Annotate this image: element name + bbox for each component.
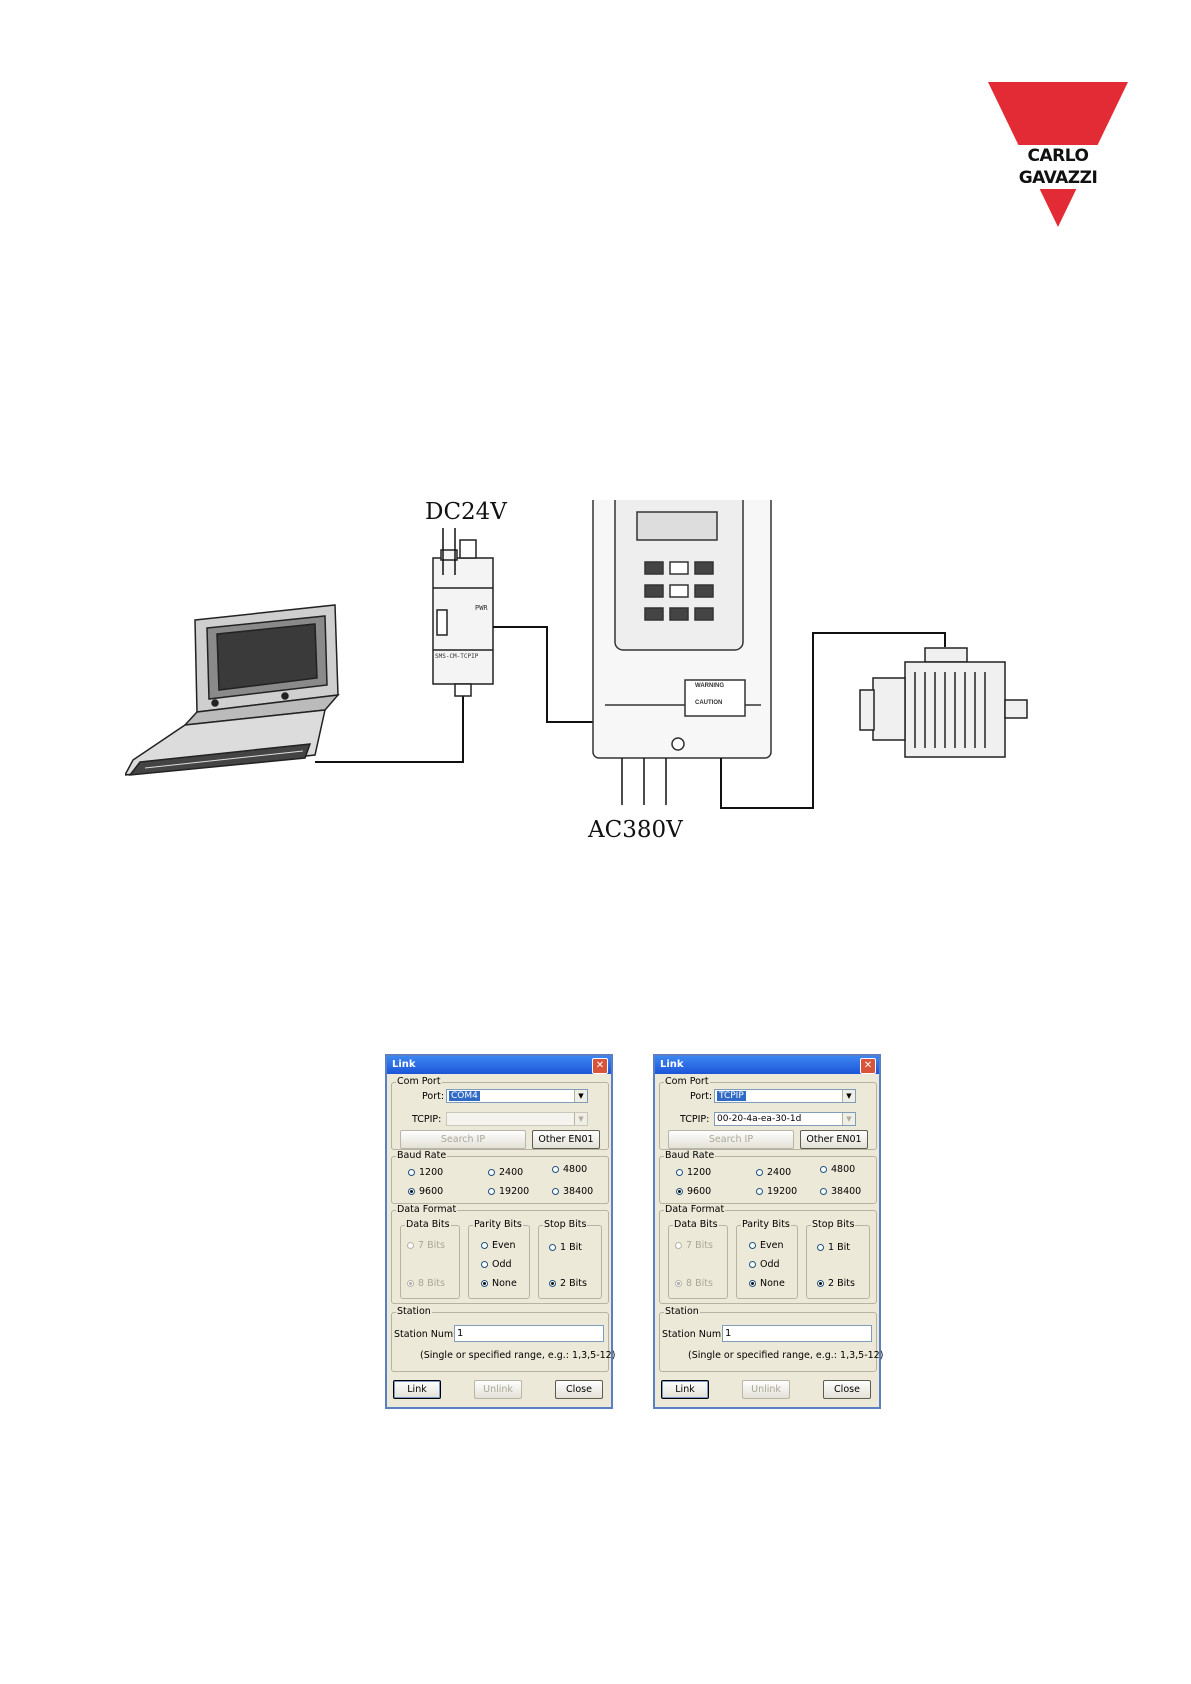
parity-radio[interactable]: None [749, 1278, 785, 1290]
baud-radio[interactable]: 1200 [676, 1167, 711, 1179]
link-dialog-com: Link ✕ Com Port Port: COM4▼ TCPIP: ▼ Sea… [385, 1054, 615, 1409]
dc24v-label: DC24V [425, 499, 507, 525]
data-format-group: Data Format Data Bits 7 Bits 8 Bits Pari… [391, 1204, 609, 1304]
dialog-titlebar: Link [387, 1056, 611, 1074]
close-icon[interactable]: ✕ [860, 1058, 876, 1074]
stop-bits-group: Stop Bits 1 Bit 2 Bits [538, 1219, 602, 1299]
parity-radio[interactable]: Even [749, 1240, 784, 1252]
ac380v-label: AC380V [588, 817, 683, 843]
station-group: Station Station Num: 1 (Single or specif… [391, 1306, 615, 1372]
parity-radio[interactable]: Odd [481, 1259, 512, 1271]
drive-warning-label: WARNING [695, 683, 724, 689]
baud-rate-group: Baud Rate 1200 2400 4800 9600 19200 3840… [659, 1150, 877, 1204]
close-icon[interactable]: ✕ [592, 1058, 608, 1074]
drive-caution-label: CAUTION [695, 700, 723, 706]
dialog-titlebar: Link [655, 1056, 879, 1074]
com-port-group: Com Port Port: TCPIP▼ TCPIP: 00-20-4a-ea… [659, 1076, 877, 1150]
stop-bits-radio[interactable]: 1 Bit [549, 1242, 582, 1254]
unlink-button[interactable]: Unlink [474, 1380, 522, 1399]
chevron-down-icon[interactable]: ▼ [574, 1090, 587, 1102]
close-button[interactable]: Close [823, 1380, 871, 1399]
gateway-label: SMS-CM-TCPIP [435, 653, 479, 660]
search-ip-button[interactable]: Search IP [668, 1130, 794, 1149]
station-group: Station Station Num: 1 (Single or specif… [659, 1306, 883, 1372]
tcpip-select[interactable]: ▼ [446, 1112, 588, 1126]
link-button[interactable]: Link [661, 1380, 709, 1399]
station-num-input[interactable]: 1 [454, 1325, 604, 1342]
parity-bits-group: Parity Bits Even Odd None [736, 1219, 798, 1299]
unlink-button[interactable]: Unlink [742, 1380, 790, 1399]
other-en01-button[interactable]: Other EN01 [532, 1130, 600, 1149]
baud-radio[interactable]: 19200 [488, 1186, 529, 1198]
gateway-module-icon [432, 539, 494, 697]
baud-radio[interactable]: 1200 [408, 1167, 443, 1179]
data-bits-radio[interactable]: 7 Bits [675, 1240, 713, 1252]
motor-icon [859, 647, 1028, 758]
link-dialog-tcpip: Link ✕ Com Port Port: TCPIP▼ TCPIP: 00-2… [653, 1054, 883, 1409]
data-format-group: Data Format Data Bits 7 Bits 8 Bits Pari… [659, 1204, 877, 1304]
baud-radio[interactable]: 2400 [756, 1167, 791, 1179]
chevron-down-icon[interactable]: ▼ [574, 1113, 587, 1125]
data-bits-radio[interactable]: 7 Bits [407, 1240, 445, 1252]
data-bits-group: Data Bits 7 Bits 8 Bits [400, 1219, 460, 1299]
station-num-input[interactable]: 1 [722, 1325, 872, 1342]
parity-radio[interactable]: Odd [749, 1259, 780, 1271]
chevron-down-icon[interactable]: ▼ [842, 1090, 855, 1102]
baud-radio[interactable]: 2400 [488, 1167, 523, 1179]
stop-bits-radio[interactable]: 2 Bits [817, 1278, 855, 1290]
baud-radio[interactable]: 4800 [820, 1164, 855, 1176]
close-button[interactable]: Close [555, 1380, 603, 1399]
parity-radio[interactable]: Even [481, 1240, 516, 1252]
parity-bits-group: Parity Bits Even Odd None [468, 1219, 530, 1299]
laptop-icon [125, 604, 340, 776]
baud-radio[interactable]: 9600 [408, 1186, 443, 1198]
link-button[interactable]: Link [393, 1380, 441, 1399]
data-bits-radio[interactable]: 8 Bits [407, 1278, 445, 1290]
parity-radio[interactable]: None [481, 1278, 517, 1290]
carlo-gavazzi-logo: CARLO GAVAZZI [988, 82, 1128, 227]
wiring-diagram: DC24V AC380V SMS-CM-TCPIP PWR WARNING CA… [125, 499, 1135, 920]
baud-radio[interactable]: 38400 [552, 1186, 593, 1198]
stop-bits-radio[interactable]: 2 Bits [549, 1278, 587, 1290]
stop-bits-group: Stop Bits 1 Bit 2 Bits [806, 1219, 870, 1299]
logo-text: CARLO GAVAZZI [988, 145, 1128, 189]
baud-rate-group: Baud Rate 1200 2400 4800 9600 19200 3840… [391, 1150, 609, 1204]
stop-bits-radio[interactable]: 1 Bit [817, 1242, 850, 1254]
com-port-group: Com Port Port: COM4▼ TCPIP: ▼ Search IP … [391, 1076, 609, 1150]
baud-radio[interactable]: 9600 [676, 1186, 711, 1198]
tcpip-select[interactable]: 00-20-4a-ea-30-1d▼ [714, 1112, 856, 1126]
other-en01-button[interactable]: Other EN01 [800, 1130, 868, 1149]
chevron-down-icon[interactable]: ▼ [842, 1113, 855, 1125]
baud-radio[interactable]: 19200 [756, 1186, 797, 1198]
gateway-led-label: PWR [475, 604, 488, 612]
baud-radio[interactable]: 38400 [820, 1186, 861, 1198]
drive-icon [592, 500, 772, 759]
baud-radio[interactable]: 4800 [552, 1164, 587, 1176]
data-bits-group: Data Bits 7 Bits 8 Bits [668, 1219, 728, 1299]
search-ip-button[interactable]: Search IP [400, 1130, 526, 1149]
port-select[interactable]: TCPIP▼ [714, 1089, 856, 1103]
data-bits-radio[interactable]: 8 Bits [675, 1278, 713, 1290]
port-select[interactable]: COM4▼ [446, 1089, 588, 1103]
